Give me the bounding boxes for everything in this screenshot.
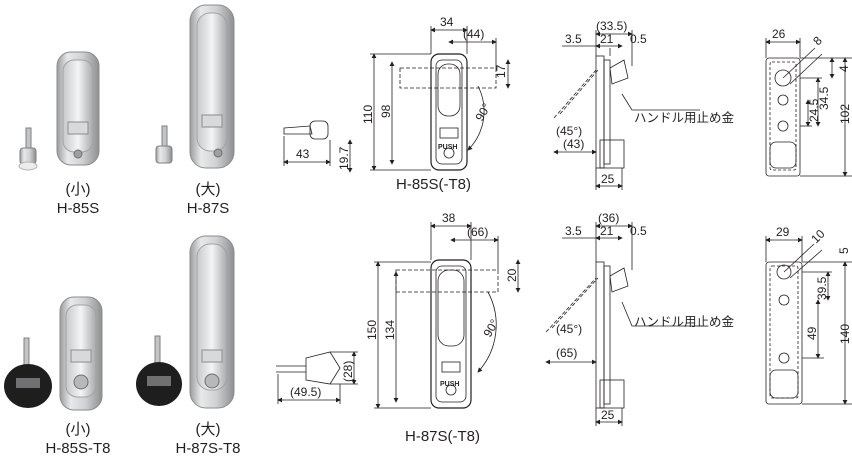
key-icon xyxy=(155,125,173,164)
angle-label: 90° xyxy=(472,101,493,124)
rear-view-h87s xyxy=(765,236,852,405)
dim-height-150: 150 xyxy=(365,320,379,340)
stopper-note: ハンドル用止め金 xyxy=(634,110,735,125)
dim-height-134: 134 xyxy=(383,320,397,340)
key-icon xyxy=(4,337,52,408)
rear-dim-140: 140 xyxy=(838,324,852,344)
side-dim-0-5: 0.5 xyxy=(630,32,647,46)
dim-20: 20 xyxy=(505,268,519,282)
rear-dim-34-5: 34.5 xyxy=(817,86,831,110)
rear-dim-26: 26 xyxy=(772,27,786,41)
rear-dim-49: 49 xyxy=(805,326,819,340)
drawing-title-bottom: H-87S(-T8) xyxy=(405,428,481,445)
dim-key-width: (49.5) xyxy=(290,385,321,399)
key-drawing-h85s xyxy=(283,120,353,173)
side-dim-43: (43) xyxy=(563,137,584,151)
key-icon xyxy=(18,127,38,171)
side-dim-45deg: (45°) xyxy=(556,322,582,336)
side-dim-65: (65) xyxy=(556,346,577,360)
photo-caption-size: (小) xyxy=(65,421,91,438)
photo-caption-model: H-87S-T8 xyxy=(175,440,241,457)
rear-dim-4: 4 xyxy=(837,65,851,72)
push-label: PUSH xyxy=(440,381,459,388)
side-dim-3-5: 3.5 xyxy=(565,32,582,46)
side-dim-25: 25 xyxy=(601,408,615,422)
rear-dim-29: 29 xyxy=(776,225,790,239)
push-label: PUSH xyxy=(438,144,457,151)
dim-height-110: 110 xyxy=(361,105,375,124)
photo-caption-model: H-85S xyxy=(56,200,100,217)
photo-h85s xyxy=(18,51,100,171)
product-photos xyxy=(4,4,235,411)
dim-width-66: (66) xyxy=(467,225,488,239)
photo-h87s-t8 xyxy=(136,235,235,409)
stopper-note: ハンドル用止め金 xyxy=(634,314,735,329)
front-view-h85s xyxy=(370,26,511,171)
rear-dim-39-5: 39.5 xyxy=(815,276,829,300)
side-view-h87s xyxy=(545,222,702,426)
dim-body-width: 38 xyxy=(442,211,456,225)
drawing-title-top: H-85S(-T8) xyxy=(396,176,472,193)
rear-dim-8: 8 xyxy=(810,33,825,48)
side-dim-0-5: 0.5 xyxy=(630,224,647,238)
side-dim-3-5: 3.5 xyxy=(565,224,582,238)
angle-label: 90° xyxy=(480,317,501,340)
photo-h87s xyxy=(155,4,235,169)
side-dim-45deg: (45°) xyxy=(556,124,582,138)
key-drawing-h87s xyxy=(276,351,358,404)
rear-dim-102: 102 xyxy=(838,104,852,124)
side-view-h85s xyxy=(553,30,700,190)
rear-dim-5: 5 xyxy=(837,247,851,254)
dim-key-height: 19.7 xyxy=(337,146,351,170)
dim-key-width: 43 xyxy=(296,147,310,161)
dim-width-44: (44) xyxy=(463,27,484,41)
photo-caption-size: (大) xyxy=(195,181,221,198)
photo-caption-size: (大) xyxy=(195,421,221,438)
dim-key-height: (28) xyxy=(341,361,355,382)
side-dim-36: (36) xyxy=(598,211,619,225)
dim-height-98: 98 xyxy=(379,104,393,118)
side-dim-21: 21 xyxy=(600,224,614,238)
side-dim-25: 25 xyxy=(601,172,615,186)
rear-dim-24-5: 24.5 xyxy=(807,98,821,122)
photo-caption-model: H-87S xyxy=(186,200,230,217)
photo-caption-model: H-85S-T8 xyxy=(45,440,111,457)
rear-dim-10: 10 xyxy=(808,227,828,247)
key-icon xyxy=(136,335,182,406)
dim-body-width: 34 xyxy=(440,15,454,29)
dim-17: 17 xyxy=(494,64,508,78)
rear-view-h85s xyxy=(765,38,852,177)
side-dim-33-5: (33.5) xyxy=(596,19,627,33)
photo-h85s-t8 xyxy=(4,296,103,411)
side-dim-21: 21 xyxy=(600,32,614,46)
photo-caption-size: (小) xyxy=(65,181,91,198)
front-view-h87s xyxy=(374,222,521,409)
